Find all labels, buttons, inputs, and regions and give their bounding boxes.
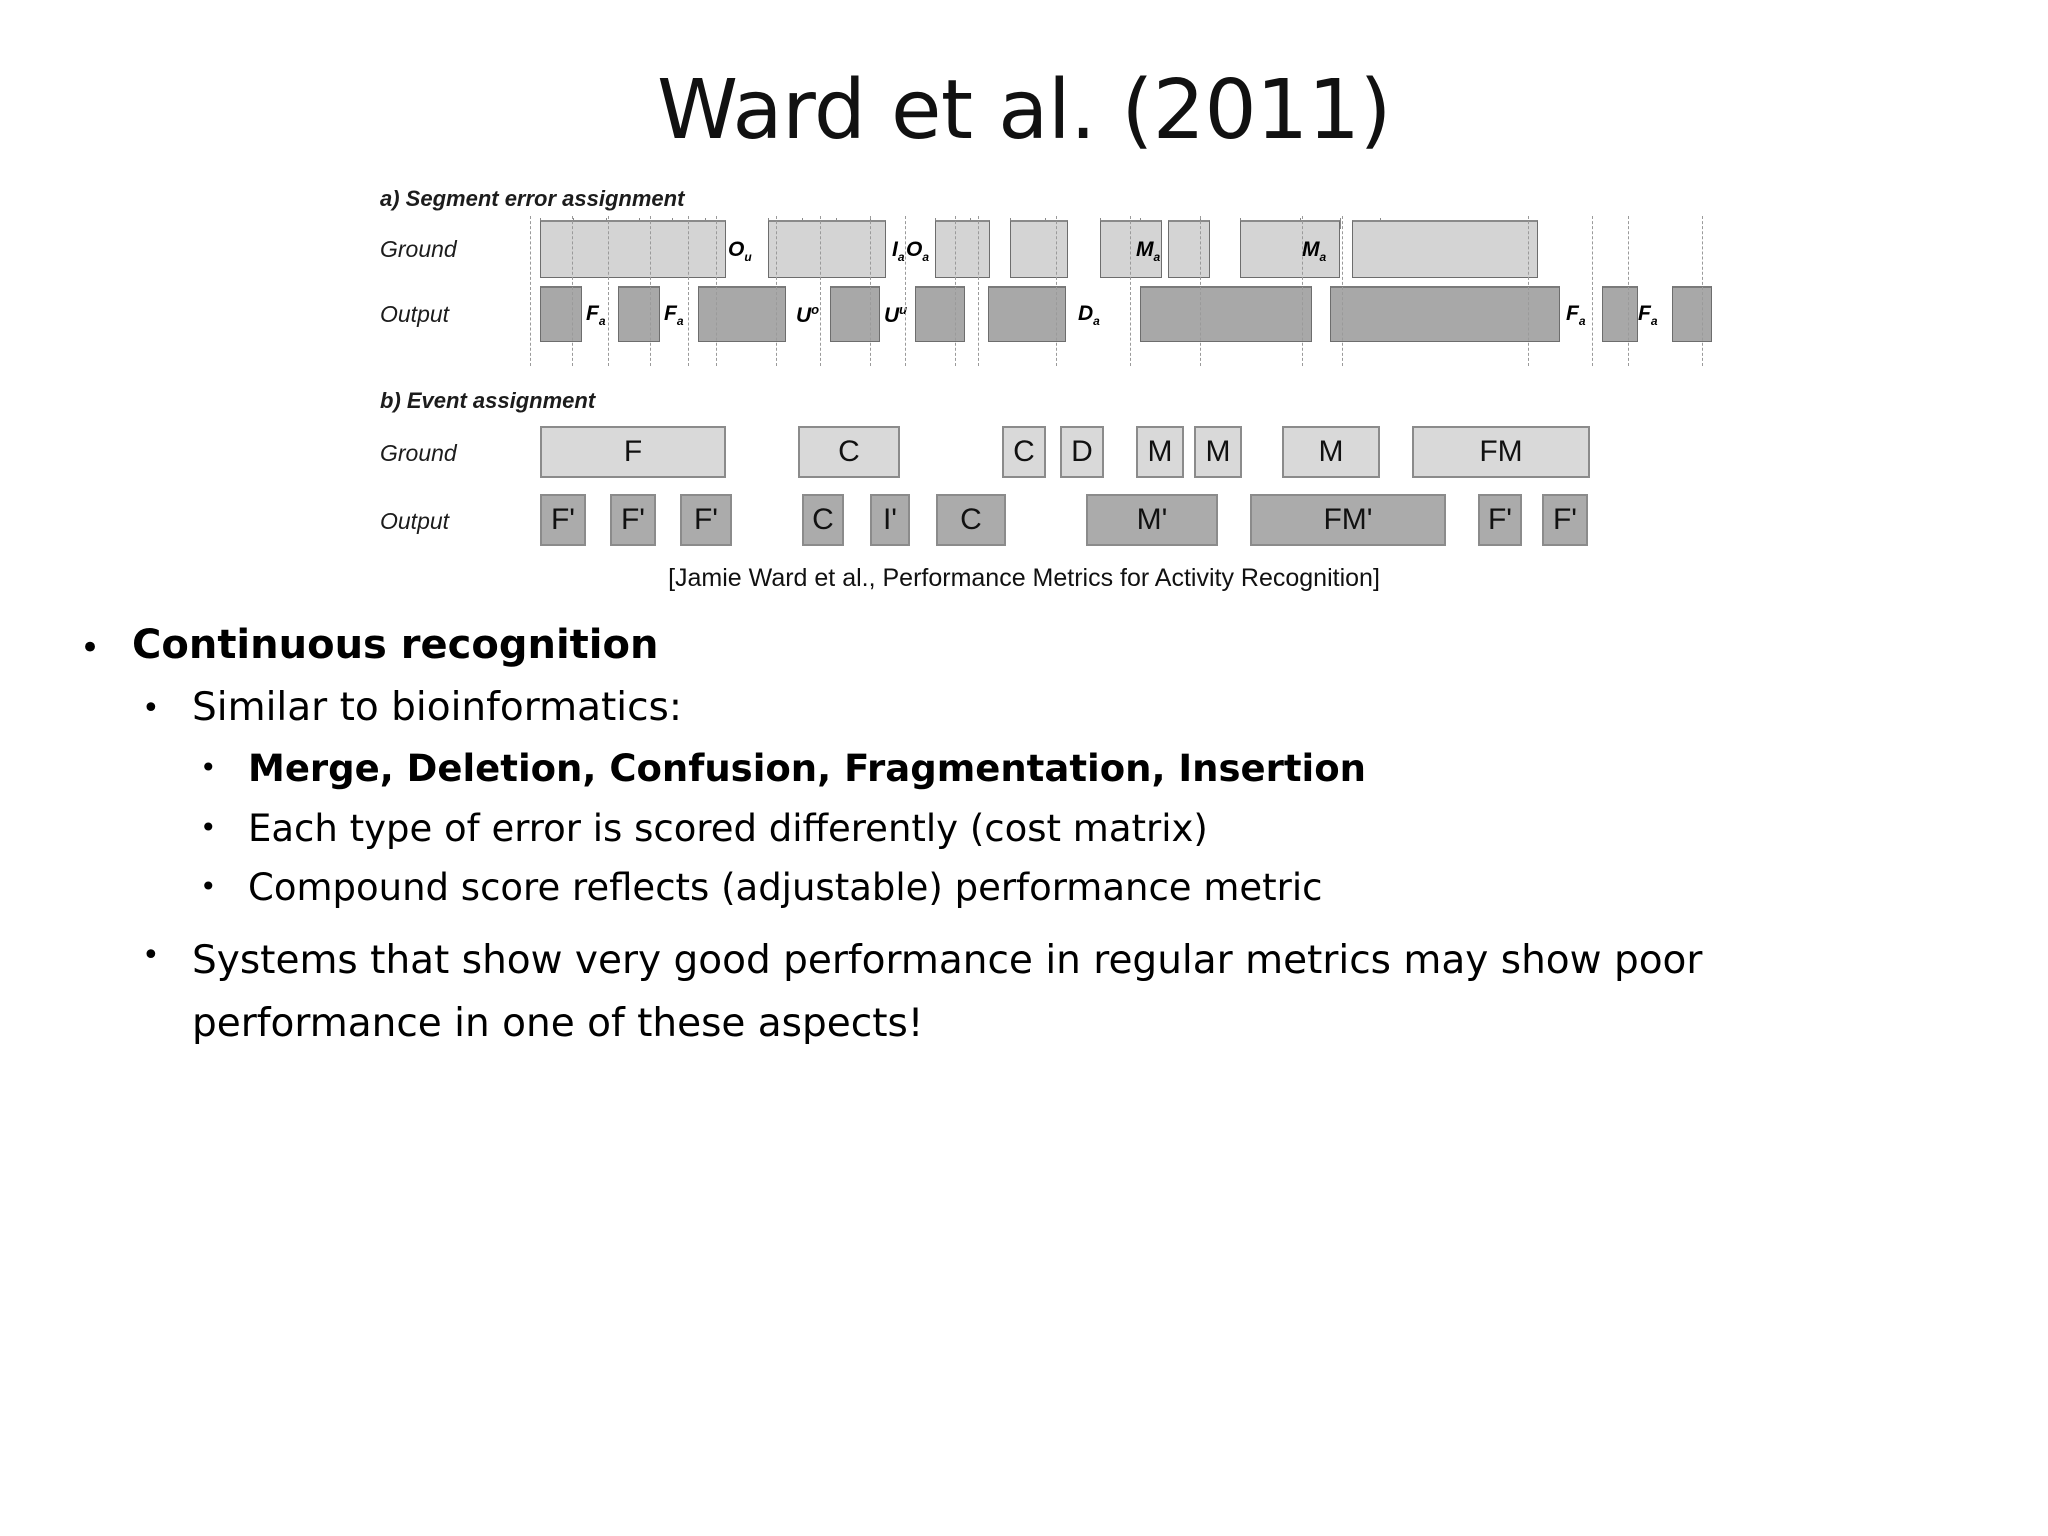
- event-block: M: [1282, 426, 1380, 478]
- figure-source-citation: [Jamie Ward et al., Performance Metrics …: [668, 564, 1380, 592]
- bullet-text: Each type of error is scored differently…: [248, 806, 1208, 850]
- segment-annotation: Ia: [892, 238, 905, 265]
- bullet-item-level3: • Each type of error is scored different…: [200, 804, 1978, 854]
- panel-b-caption: b) Event assignment: [380, 388, 596, 413]
- segment-block: [1672, 286, 1712, 342]
- bullet-marker-icon: •: [80, 628, 101, 668]
- bullet-marker-icon: •: [200, 870, 217, 904]
- panel-a-ground-track: Ou Ia Oa Ma Ma: [540, 218, 1674, 278]
- panel-b-output-label: Output: [380, 507, 450, 534]
- event-block: M: [1194, 426, 1242, 478]
- event-block: FM: [1412, 426, 1590, 478]
- segment-block: [988, 286, 1066, 342]
- segment-annotation: Oa: [906, 238, 930, 265]
- event-block: M': [1086, 494, 1218, 546]
- segment-block: [698, 286, 786, 342]
- panel-b-ground-track: F C C D M M M FM: [540, 426, 1674, 480]
- segment-block: [1352, 220, 1538, 278]
- panel-a-output-track: Fa Fa Uo Uu Da Fa Fa: [540, 286, 1712, 342]
- segment-annotation: Da: [1078, 302, 1100, 329]
- segment-block: [1330, 286, 1560, 342]
- event-block: C: [1002, 426, 1046, 478]
- bullet-text: Compound score reflects (adjustable) per…: [248, 866, 1323, 910]
- segment-annotation: Fa: [1566, 302, 1586, 329]
- bullet-marker-icon: •: [142, 937, 160, 973]
- panel-b-output-track: F' F' F' C I' C M' FM' F' F': [540, 494, 1674, 548]
- bullet-item-level1: • Continuous recognition: [80, 619, 1978, 672]
- segment-block: [618, 286, 660, 342]
- event-block: D: [1060, 426, 1104, 478]
- panel-a-caption: a) Segment error assignment: [380, 186, 685, 211]
- segment-block: [540, 286, 582, 342]
- event-block: C: [798, 426, 900, 478]
- panel-b-output-row: Output F' F' F' C I' C M' FM' F' F': [380, 494, 1674, 548]
- panel-a-output-row: Output Fa Fa Uo: [380, 286, 1712, 342]
- panel-b-ground-label: Ground: [380, 439, 457, 466]
- bullet-list: • Continuous recognition • Similar to bi…: [0, 619, 2048, 1055]
- segment-block: [1602, 286, 1638, 342]
- bullet-marker-icon: •: [200, 751, 217, 785]
- event-block: F: [540, 426, 726, 478]
- panel-a-ground-label: Ground: [380, 235, 457, 262]
- panel-a-ground-row: Ground: [380, 218, 1674, 278]
- bullet-text: Similar to bioinformatics:: [192, 684, 682, 730]
- panel-b: Ground F C C D M M M FM Output F' F' F' …: [380, 426, 1674, 548]
- event-block: C: [936, 494, 1006, 546]
- panel-a-output-label: Output: [380, 300, 450, 327]
- segment-annotation: Fa: [586, 302, 606, 329]
- bullet-text: Merge, Deletion, Confusion, Fragmentatio…: [248, 747, 1367, 791]
- event-block: I': [870, 494, 910, 546]
- segment-block: [1100, 220, 1162, 278]
- segment-annotation: Uo: [796, 302, 820, 327]
- event-block: F': [610, 494, 656, 546]
- event-block: M: [1136, 426, 1184, 478]
- bullet-item-level2: • Systems that show very good performanc…: [142, 929, 1978, 1055]
- event-block: F': [1478, 494, 1522, 546]
- segment-annotation: Fa: [1638, 302, 1658, 329]
- bullet-item-level3: • Merge, Deletion, Confusion, Fragmentat…: [200, 744, 1978, 794]
- segment-annotation: Ma: [1136, 238, 1161, 265]
- segment-block: [915, 286, 965, 342]
- bullet-item-level2: • Similar to bioinformatics:: [142, 682, 1978, 734]
- event-block: FM': [1250, 494, 1446, 546]
- panel-b-ground-row: Ground F C C D M M M FM: [380, 426, 1674, 480]
- segment-block: [768, 220, 886, 278]
- segment-block: [1240, 220, 1340, 278]
- event-block: F': [680, 494, 732, 546]
- event-block: C: [802, 494, 844, 546]
- segment-block: [1140, 286, 1312, 342]
- bullet-marker-icon: •: [142, 690, 160, 726]
- figure-ward-metrics: a) Segment error assignment Ground: [374, 186, 1712, 593]
- page-title: Ward et al. (2011): [657, 63, 1391, 158]
- bullet-marker-icon: •: [200, 810, 217, 844]
- segment-annotation: Ou: [728, 238, 752, 265]
- segment-block: [540, 220, 726, 278]
- segment-annotation: Uu: [884, 302, 908, 327]
- event-block: F': [1542, 494, 1588, 546]
- segment-annotation: Ma: [1302, 238, 1327, 265]
- segment-block: [1168, 220, 1210, 278]
- segment-block: [935, 220, 990, 278]
- panel-a: Ground: [380, 216, 1712, 366]
- segment-block: [830, 286, 880, 342]
- segment-annotation: Fa: [664, 302, 684, 329]
- segment-block: [1010, 220, 1068, 278]
- bullet-text: Continuous recognition: [132, 622, 659, 668]
- event-block: F': [540, 494, 586, 546]
- bullet-text: Systems that show very good performance …: [192, 937, 1703, 1046]
- bullet-item-level3: • Compound score reflects (adjustable) p…: [200, 863, 1978, 913]
